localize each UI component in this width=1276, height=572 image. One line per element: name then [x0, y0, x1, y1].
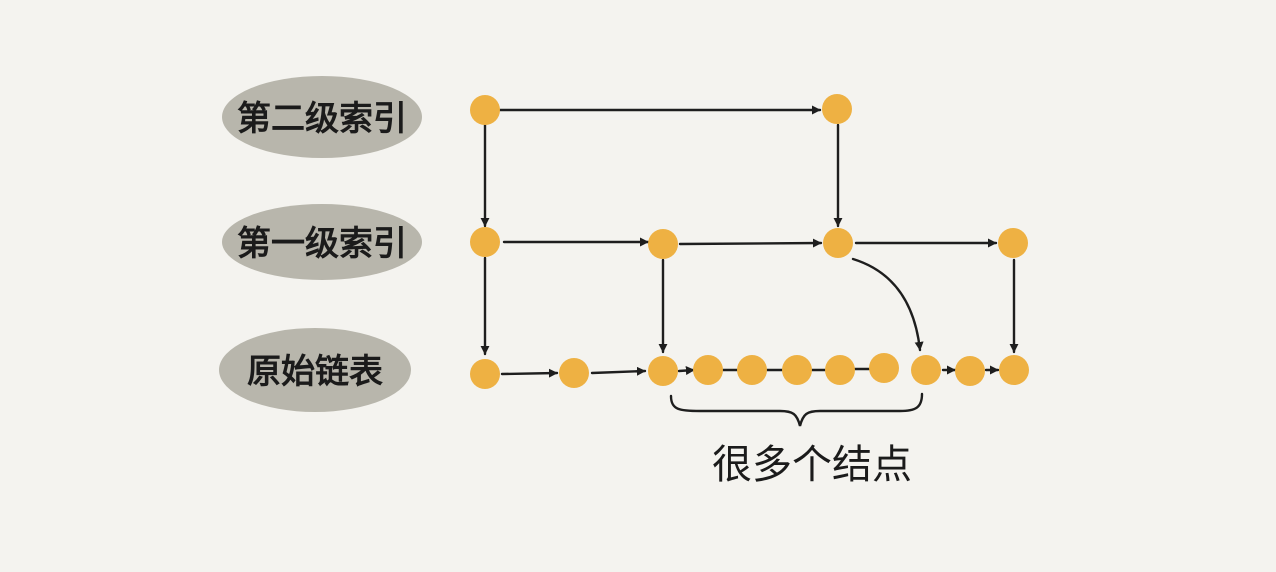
node-base-0: [470, 359, 500, 389]
node-l2-1: [822, 94, 852, 124]
node-base-3: [693, 355, 723, 385]
label-pill: [219, 328, 411, 412]
node-l1-1: [648, 229, 678, 259]
node-base-10: [999, 355, 1029, 385]
label-original-list-text: 原始链表: [247, 352, 383, 392]
node-base-8: [911, 355, 941, 385]
node-l1-2: [823, 228, 853, 258]
nodes: [470, 94, 1029, 389]
node-base-7: [869, 353, 899, 383]
node-base-6: [825, 355, 855, 385]
edge-l1-1-2: [678, 238, 823, 248]
label-level2-index: 第二级索引: [222, 76, 422, 158]
node-l1-3: [998, 228, 1028, 258]
edge-base-0-1: [500, 368, 559, 378]
node-base-4: [737, 355, 767, 385]
node-l2-0: [470, 95, 500, 125]
edges: [480, 105, 1019, 378]
edge-base-2-3: [677, 366, 696, 376]
node-base-1: [559, 358, 589, 388]
node-base-9: [955, 356, 985, 386]
label-level1-index: 第一级索引: [222, 204, 422, 280]
label-level1-index-text: 第一级索引: [237, 224, 407, 264]
edge-base-1-2: [590, 366, 647, 376]
node-base-5: [782, 355, 812, 385]
label-original-list: 原始链表: [219, 328, 411, 412]
label-pill: [222, 204, 422, 280]
brace: [669, 392, 924, 427]
brace-label: 很多个结点: [712, 442, 912, 488]
edge-l1-down-curve: [851, 257, 924, 352]
node-base-2: [648, 356, 678, 386]
node-l1-0: [470, 227, 500, 257]
label-level2-index-text: 第二级索引: [237, 99, 407, 139]
label-pill: [222, 76, 422, 158]
